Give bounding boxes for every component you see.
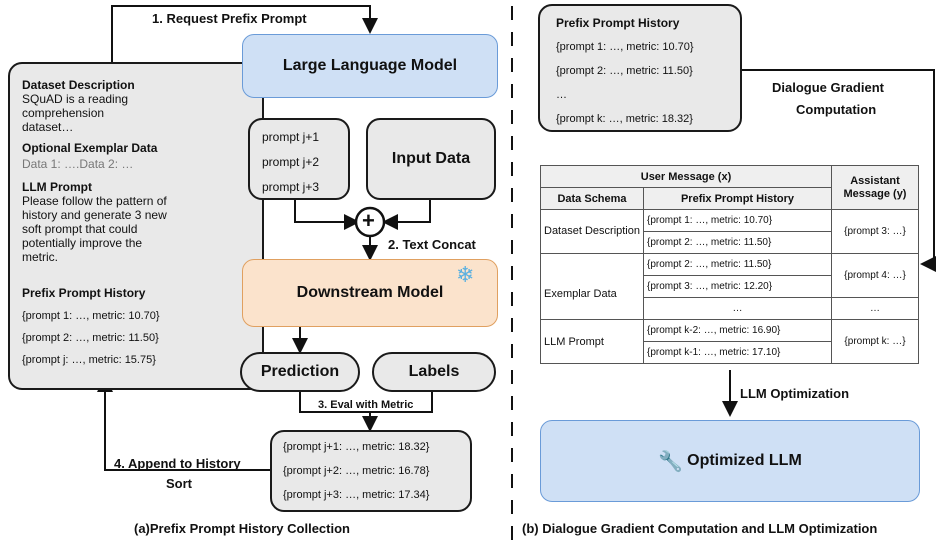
dataset-line: SQuAD is a reading <box>22 92 129 106</box>
prefix-history-header: Prefix Prompt History <box>643 187 832 210</box>
right-history-item: {prompt 2: …, metric: 11.50} <box>556 65 693 77</box>
data-schema-header: Data Schema <box>540 187 644 210</box>
input-data-label: Input Data <box>391 150 471 167</box>
downstream-label: Downstream Model <box>296 284 444 301</box>
arrow-request-prefix <box>111 5 378 62</box>
right-history-item: {prompt k: …, metric: 18.32} <box>556 113 693 125</box>
right-history-box <box>538 4 742 132</box>
arrow-input-concat <box>382 200 431 230</box>
dgc-label-line1: Dialogue Gradient <box>772 80 884 95</box>
step1-label: 1. Request Prefix Prompt <box>152 11 307 26</box>
history-cell: {prompt k-1: …, metric: 17.10} <box>643 341 832 364</box>
prompt-item: prompt j+1 <box>262 130 320 144</box>
panel-history-item: {prompt j: …, metric: 15.75} <box>22 354 156 366</box>
exemplar-text: Data 1: ….Data 2: … <box>22 157 134 171</box>
llm-prompt-line: metric. <box>22 250 58 264</box>
panel-history-item: {prompt 1: …, metric: 10.70} <box>22 310 160 322</box>
downstream-model-box: Downstream Model <box>242 259 498 327</box>
labels-label: Labels <box>408 363 460 380</box>
input-data-box: Input Data <box>366 118 496 200</box>
step4-label: 4. Append to History <box>114 456 241 471</box>
right-history-title: Prefix Prompt History <box>556 16 680 30</box>
llm-prompt-line: potentially improve the <box>22 236 143 250</box>
panel-history-title: Prefix Prompt History <box>22 286 146 300</box>
llm-prompt-title: LLM Prompt <box>22 180 92 194</box>
llm-prompt-line: history and generate 3 new <box>22 208 167 222</box>
concat-plus: + <box>362 208 375 233</box>
prompt-panel <box>8 62 264 390</box>
large-language-model-box: Large Language Model <box>242 34 498 98</box>
wrench-icon: 🔧 <box>658 450 684 473</box>
concat-circle <box>354 206 386 238</box>
llm-optimization-label: LLM Optimization <box>740 386 850 401</box>
arrow-dialogue-gradient <box>742 69 936 272</box>
dialogue-table: User Message (x) Assistant Message (y) D… <box>540 165 919 364</box>
assistant-cell-ellipsis: … <box>831 297 919 320</box>
history-cell: {prompt 2: …, metric: 11.50} <box>643 253 832 276</box>
panel-content: Dataset Description SQuAD is a reading c… <box>22 78 167 264</box>
assistant-header-line2: Message (y) <box>843 187 907 200</box>
assistant-header-line1: Assistant <box>850 174 900 187</box>
dataset-line: comprehension <box>22 106 105 120</box>
right-history-item: {prompt 1: …, metric: 10.70} <box>556 41 694 53</box>
caption-right: (b) Dialogue Gradient Computation and LL… <box>522 521 878 536</box>
prediction-label: Prediction <box>260 363 340 380</box>
schema-exemplar-data: Exemplar Data <box>540 253 644 320</box>
schema-dataset-description: Dataset Description <box>540 209 644 254</box>
step3-label: 3. Eval with Metric <box>318 399 414 411</box>
new-history-box <box>270 430 472 512</box>
history-cell: {prompt k-2: …, metric: 16.90} <box>643 319 832 342</box>
assistant-cell: {prompt 3: …} <box>831 209 919 254</box>
dataset-title: Dataset Description <box>22 78 135 92</box>
dataset-line: dataset… <box>22 120 74 134</box>
labels-box: Labels <box>372 352 496 392</box>
snowflake-icon: ❄ <box>456 262 475 287</box>
history-cell: {prompt 3: …, metric: 12.20} <box>643 275 832 298</box>
new-history-item: {prompt j+2: …, metric: 16.78} <box>283 465 430 477</box>
assistant-message-header: Assistant Message (y) <box>831 165 919 210</box>
user-message-header: User Message (x) <box>540 165 832 188</box>
prediction-box: Prediction <box>240 352 360 392</box>
optimized-llm-box: 🔧 Optimized LLM <box>540 420 920 502</box>
arrow-append-history <box>97 376 270 471</box>
assistant-cell: {prompt k: …} <box>831 319 919 364</box>
schema-llm-prompt: LLM Prompt <box>540 319 644 364</box>
optimized-llm-label: Optimized LLM <box>687 452 802 469</box>
arrow-eval-metric <box>299 392 433 413</box>
caption-left: (a)Prefix Prompt History Collection <box>134 521 350 536</box>
history-cell: {prompt 1: …, metric: 10.70} <box>643 209 832 232</box>
dgc-label-line2: Computation <box>796 102 877 117</box>
history-cell: {prompt 2: …, metric: 11.50} <box>643 231 832 254</box>
right-history-item: … <box>556 89 567 101</box>
llm-prompt-line: soft prompt that could <box>22 222 138 236</box>
history-cell-ellipsis: … <box>643 297 832 320</box>
new-history-item: {prompt j+3: …, metric: 17.34} <box>283 489 430 501</box>
prompts-box <box>248 118 350 200</box>
panel-history-item: {prompt 2: …, metric: 11.50} <box>22 332 159 344</box>
prompt-item: prompt j+2 <box>262 155 320 169</box>
llm-label: Large Language Model <box>282 57 458 74</box>
prompt-item: prompt j+3 <box>262 180 320 194</box>
arrow-prompts-concat <box>294 200 360 230</box>
new-history-item: {prompt j+1: …, metric: 18.32} <box>283 441 430 453</box>
llm-prompt-line: Please follow the pattern of <box>22 194 167 208</box>
exemplar-title: Optional Exemplar Data <box>22 141 158 155</box>
assistant-cell: {prompt 4: …} <box>831 253 919 298</box>
sort-label: Sort <box>166 476 192 491</box>
step2-label: 2. Text Concat <box>388 237 476 252</box>
